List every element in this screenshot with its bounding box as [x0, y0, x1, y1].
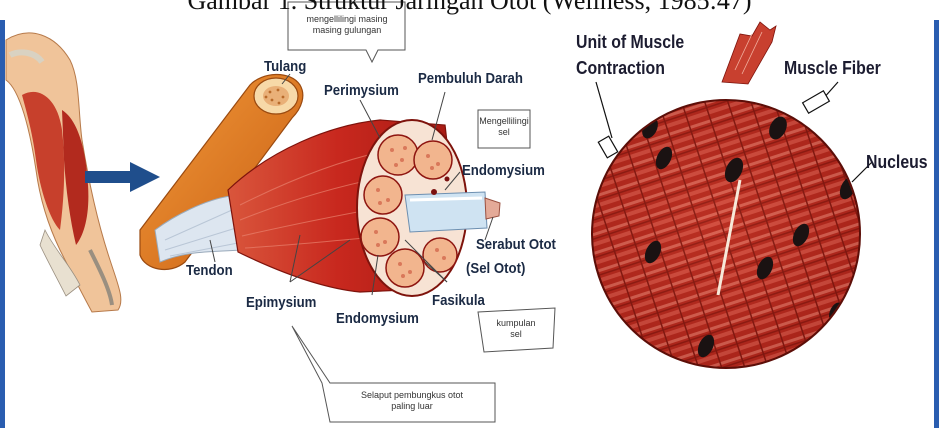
label-unit-of-muscle: Unit of Muscle	[576, 32, 684, 53]
figure-caption: Gambar 1. Struktur Jaringan Otot (Wellne…	[0, 0, 939, 16]
label-tendon: Tendon	[186, 262, 233, 279]
note-top-line2: masing gulungan	[292, 25, 402, 36]
label-tulang: Tulang	[264, 58, 306, 75]
note-sel-line1: Mengellilingi	[478, 116, 530, 127]
note-kumpulan-line2: sel	[480, 329, 552, 340]
label-pembuluh-darah: Pembuluh Darah	[418, 70, 523, 87]
left-border	[0, 20, 5, 428]
note-top-line1: mengellilingi masing	[292, 14, 402, 25]
label-endomysium-top: Endomysium	[462, 162, 545, 179]
note-sel: Mengellilingi sel	[478, 116, 530, 138]
label-sel-otot: (Sel Otot)	[466, 260, 525, 277]
right-border	[934, 20, 939, 428]
note-outer-line2: paling luar	[332, 401, 492, 412]
note-kumpulan-line1: kumpulan	[480, 318, 552, 329]
note-outer-line1: Selaput pembungkus otot	[332, 390, 492, 401]
label-epimysium: Epimysium	[246, 294, 316, 311]
note-outer: Selaput pembungkus otot paling luar	[332, 390, 492, 412]
label-fasikula: Fasikula	[432, 292, 485, 309]
note-kumpulan: kumpulan sel	[480, 318, 552, 340]
note-top: mengellilingi masing masing gulungan	[292, 14, 402, 36]
label-nucleus: Nucleus	[866, 152, 928, 173]
label-endomysium-bottom: Endomysium	[336, 310, 419, 327]
label-contraction: Contraction	[576, 58, 665, 79]
label-serabut-otot: Serabut Otot	[476, 236, 556, 253]
pointer-arrow	[85, 162, 160, 192]
note-sel-line2: sel	[478, 127, 530, 138]
label-muscle-fiber: Muscle Fiber	[784, 58, 881, 79]
label-perimysium: Perimysium	[324, 82, 399, 99]
